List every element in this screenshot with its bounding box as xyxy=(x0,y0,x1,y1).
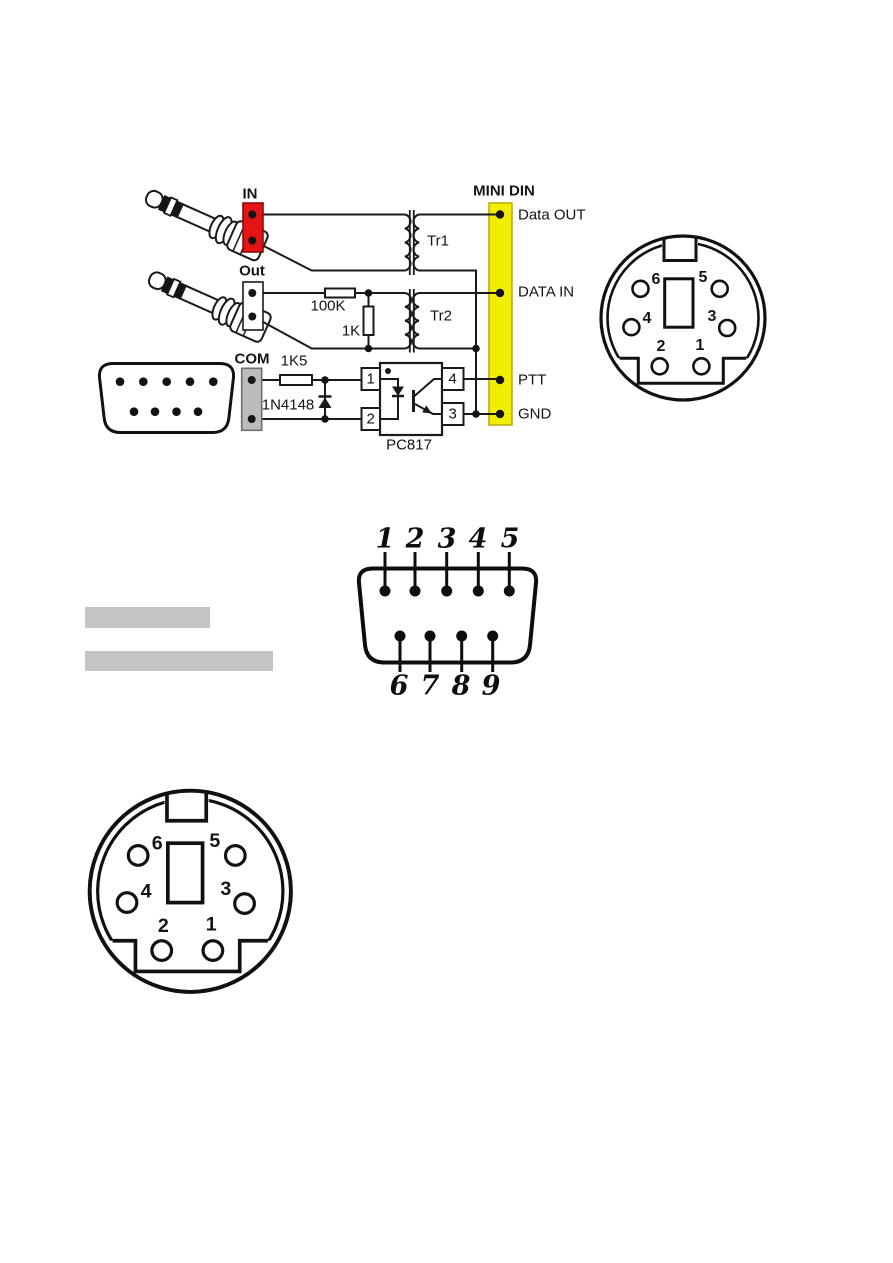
minidin-pin2-number: 2 xyxy=(157,915,169,937)
resistor-1k xyxy=(362,305,375,336)
transformer-tr1 xyxy=(404,210,420,275)
db9-pin9-number: 9 xyxy=(481,670,501,702)
diode-1n4148 xyxy=(318,395,332,408)
minidin-pin5-number: 5 xyxy=(698,269,708,286)
db9-pin1-number: 1 xyxy=(375,523,395,555)
minidin-pin4-number: 4 xyxy=(140,881,152,903)
pc817-pin3-number: 3 xyxy=(448,405,457,423)
resistor-1k-label: 1K xyxy=(341,322,361,340)
junction-dots xyxy=(247,210,505,423)
minidin-pin1-number: 1 xyxy=(205,914,217,936)
out-connector-label: Out xyxy=(239,262,265,280)
com-connector-label: COM xyxy=(234,350,270,368)
in-connector-block xyxy=(242,202,264,253)
minidin-pin1-number: 1 xyxy=(695,337,705,354)
db9-pin7-number: 7 xyxy=(420,670,440,702)
db9-pinout-figure xyxy=(356,552,539,672)
redacted-bar-1 xyxy=(85,607,210,628)
db9-pin2-number: 2 xyxy=(405,523,425,555)
minidin-bar xyxy=(488,202,513,426)
transformer-tr2 xyxy=(404,289,420,353)
minidin-pin3-number: 3 xyxy=(220,879,232,900)
resistor-1k5 xyxy=(279,374,313,386)
minidin-upper-labels: 6 5 4 3 2 1 xyxy=(598,233,768,403)
db9-pin6-number: 6 xyxy=(389,670,409,702)
pc817-pin4-number: 4 xyxy=(448,370,457,388)
minidin-header-label: MINI DIN xyxy=(473,182,535,200)
db9-figure-pins xyxy=(379,585,515,642)
db9-pin4-number: 4 xyxy=(468,523,488,555)
minidin-pin-data-in-label: DATA IN xyxy=(518,283,575,301)
db9-pin5-number: 5 xyxy=(500,523,520,555)
minidin-lower-labels: 6 5 4 3 2 1 xyxy=(86,787,295,996)
minidin-pin6-number: 6 xyxy=(651,271,661,288)
resistor-1k5-label: 1K5 xyxy=(280,352,308,370)
emitter-arrow xyxy=(422,405,432,414)
led-symbol xyxy=(392,386,404,396)
db9-connector-schematic xyxy=(97,362,236,434)
minidin-pin3-number: 3 xyxy=(707,308,717,325)
pc817-pin2-number: 2 xyxy=(366,410,375,428)
minidin-pin-ptt-label: PTT xyxy=(518,371,547,389)
com-connector-block xyxy=(240,367,263,432)
optocoupler-pc817 xyxy=(360,361,465,437)
in-connector-label: IN xyxy=(242,185,258,203)
pc817-label: PC817 xyxy=(386,436,432,454)
transformer-tr1-label: Tr1 xyxy=(427,232,449,250)
redacted-bar-2 xyxy=(85,651,273,671)
diode-1n4148-label: 1N4148 xyxy=(261,396,315,414)
db9-leader-lines xyxy=(383,552,511,672)
transformer-tr2-label: Tr2 xyxy=(430,307,452,325)
minidin-pin6-number: 6 xyxy=(151,833,163,855)
db9-pin3-number: 3 xyxy=(437,523,457,555)
out-connector-block xyxy=(242,281,264,331)
minidin-pin2-number: 2 xyxy=(656,338,666,355)
db9-schematic-pins xyxy=(115,377,218,417)
minidin-pin4-number: 4 xyxy=(642,310,652,327)
pc817-pin1-number: 1 xyxy=(366,370,375,388)
resistor-100k xyxy=(324,287,356,299)
resistor-100k-label: 100K xyxy=(310,297,346,315)
db9-pin8-number: 8 xyxy=(451,670,471,702)
pin1-marker-dot xyxy=(385,368,391,374)
minidin-pin-gnd-label: GND xyxy=(518,405,552,423)
minidin-pin5-number: 5 xyxy=(209,831,221,853)
minidin-pin-data-out-label: Data OUT xyxy=(518,206,586,224)
